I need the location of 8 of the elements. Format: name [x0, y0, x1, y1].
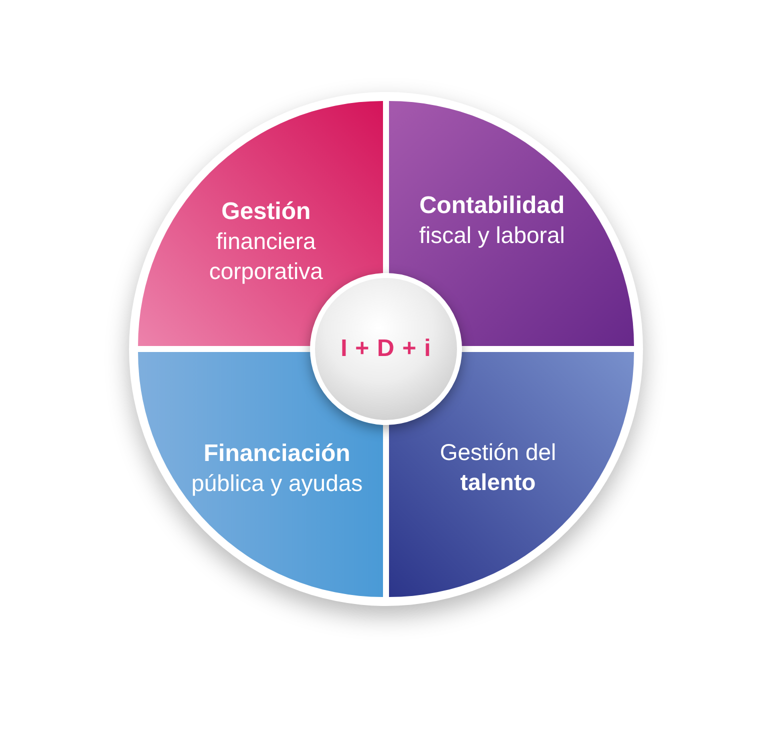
body-text: financiera corporativa [208, 227, 324, 286]
heading-text: Gestión [220, 197, 312, 227]
heading-text: Contabilidad [418, 191, 566, 221]
body-text: pública y ayudas [190, 469, 364, 498]
body-text: I + D + i [340, 334, 432, 364]
body-text: Gestión del talento [438, 438, 558, 497]
heading-text: Financiación [202, 439, 352, 469]
body-text: fiscal y laboral [418, 221, 566, 250]
